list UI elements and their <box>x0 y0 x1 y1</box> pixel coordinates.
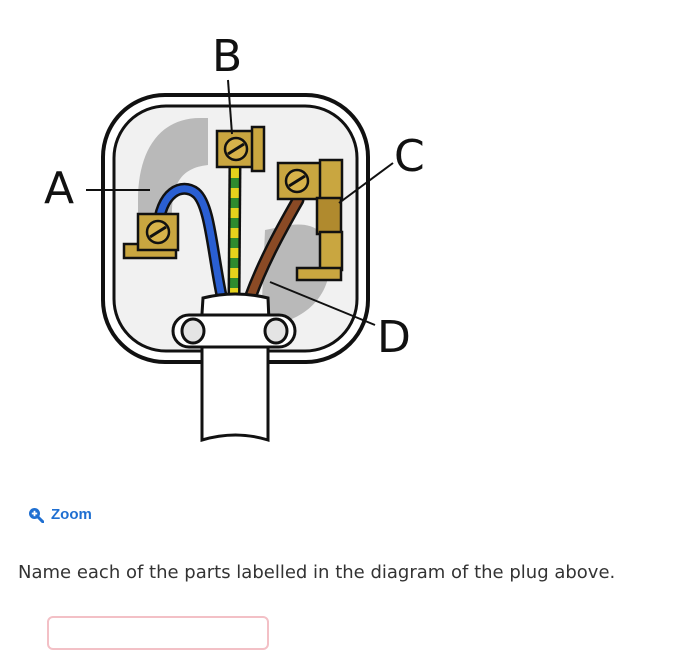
question-text: Name each of the parts labelled in the d… <box>18 562 616 583</box>
leader-d <box>269 281 376 326</box>
label-d: D <box>377 312 411 363</box>
label-a: A <box>44 163 74 214</box>
cord-grip <box>171 313 297 349</box>
zoom-button[interactable]: Zoom <box>28 506 92 523</box>
plug-diagram: A B C D <box>44 31 425 443</box>
neutral-terminal <box>122 212 180 260</box>
label-c: C <box>394 131 425 182</box>
leader-lines <box>86 79 394 326</box>
cable <box>200 343 270 443</box>
leader-b <box>227 79 233 135</box>
leader-c <box>338 162 394 204</box>
wires <box>152 159 305 305</box>
answer-input[interactable] <box>47 616 269 650</box>
live-terminal-and-fuse <box>276 158 344 282</box>
earth-terminal <box>215 125 266 173</box>
label-b: B <box>212 31 242 82</box>
zoom-label: Zoom <box>51 506 92 523</box>
zoom-in-icon <box>29 507 44 523</box>
